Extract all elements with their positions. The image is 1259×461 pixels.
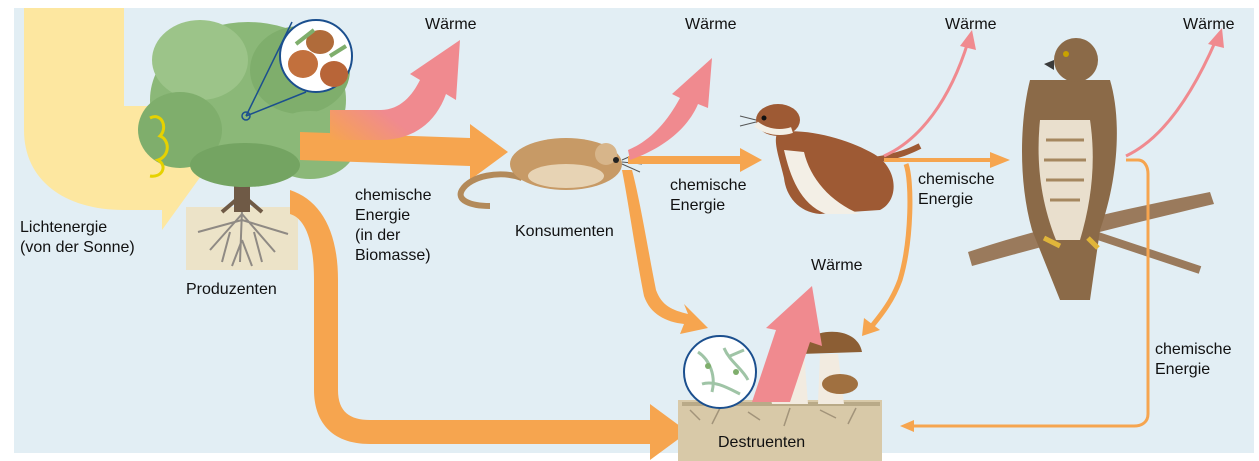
roots-illustration [186, 207, 298, 270]
microbe-magnifier [684, 336, 756, 408]
chem-2-line-2: Energie [670, 196, 746, 216]
heat-label-consumers: Wärme [685, 15, 737, 35]
chemical-energy-label-4: chemische Energie [1155, 340, 1231, 380]
chemical-energy-label-3: chemische Energie [918, 170, 994, 210]
light-energy-line-2: (von der Sonne) [20, 238, 135, 258]
heat-label-weasel: Wärme [945, 15, 997, 35]
producers-label: Produzenten [186, 280, 277, 300]
decomposers-label: Destruenten [718, 433, 805, 453]
light-energy-label: Lichtenergie (von der Sonne) [20, 218, 135, 258]
heat-label-hawk: Wärme [1183, 15, 1235, 35]
chemical-energy-biomass-label: chemische Energie (in der Biomasse) [355, 186, 431, 266]
heat-label-decomposers: Wärme [811, 256, 863, 276]
consumers-label: Konsumenten [515, 222, 614, 242]
chem-2-line-1: chemische [670, 176, 746, 196]
chem-main-line-4: Biomasse) [355, 246, 431, 266]
heat-label-producers: Wärme [425, 15, 477, 35]
chem-main-line-3: (in der [355, 226, 431, 246]
chem-main-line-1: chemische [355, 186, 431, 206]
chem-4-line-2: Energie [1155, 360, 1231, 380]
light-energy-line-1: Lichtenergie [20, 218, 135, 238]
chem-4-line-1: chemische [1155, 340, 1231, 360]
chem-3-line-2: Energie [918, 190, 994, 210]
chem-3-line-1: chemische [918, 170, 994, 190]
chem-main-line-2: Energie [355, 206, 431, 226]
chemical-energy-label-2: chemische Energie [670, 176, 746, 216]
